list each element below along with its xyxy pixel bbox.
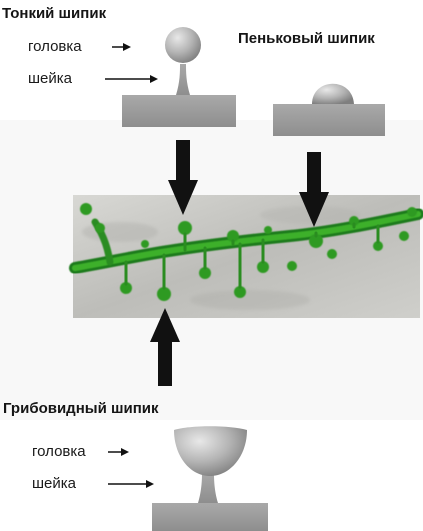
right-arrow-icon [108, 448, 129, 456]
stubby-spine-title: Пеньковый шипик [238, 30, 375, 47]
stubby-spine-head [312, 84, 354, 104]
stubby-spine-base [273, 104, 385, 136]
stubby-spine-drawing [273, 84, 385, 136]
thin-spine-base [122, 95, 236, 127]
thin-spine-head-label: головка [28, 38, 82, 55]
thin-spine-neck [176, 64, 190, 95]
thin-spine-head [165, 27, 201, 63]
thin-spine-neck-label: шейка [28, 70, 72, 87]
thin-spine-title: Тонкий шипик [2, 5, 106, 22]
right-arrow-icon [112, 43, 131, 51]
thin-spine-drawing [122, 27, 236, 127]
mushroom-spine-base [152, 503, 268, 531]
mushroom-spine-head [174, 426, 247, 476]
right-arrow-icon [105, 75, 158, 83]
mushroom-spine-title: Грибовидный шипик [3, 400, 158, 417]
mushroom-spine-head-label: головка [32, 443, 86, 460]
dendrite-micrograph [73, 195, 420, 318]
right-arrow-icon [108, 480, 154, 488]
mushroom-spine-drawing [152, 426, 268, 531]
mushroom-spine-neck-label: шейка [32, 475, 76, 492]
mushroom-spine-neck [198, 472, 218, 503]
